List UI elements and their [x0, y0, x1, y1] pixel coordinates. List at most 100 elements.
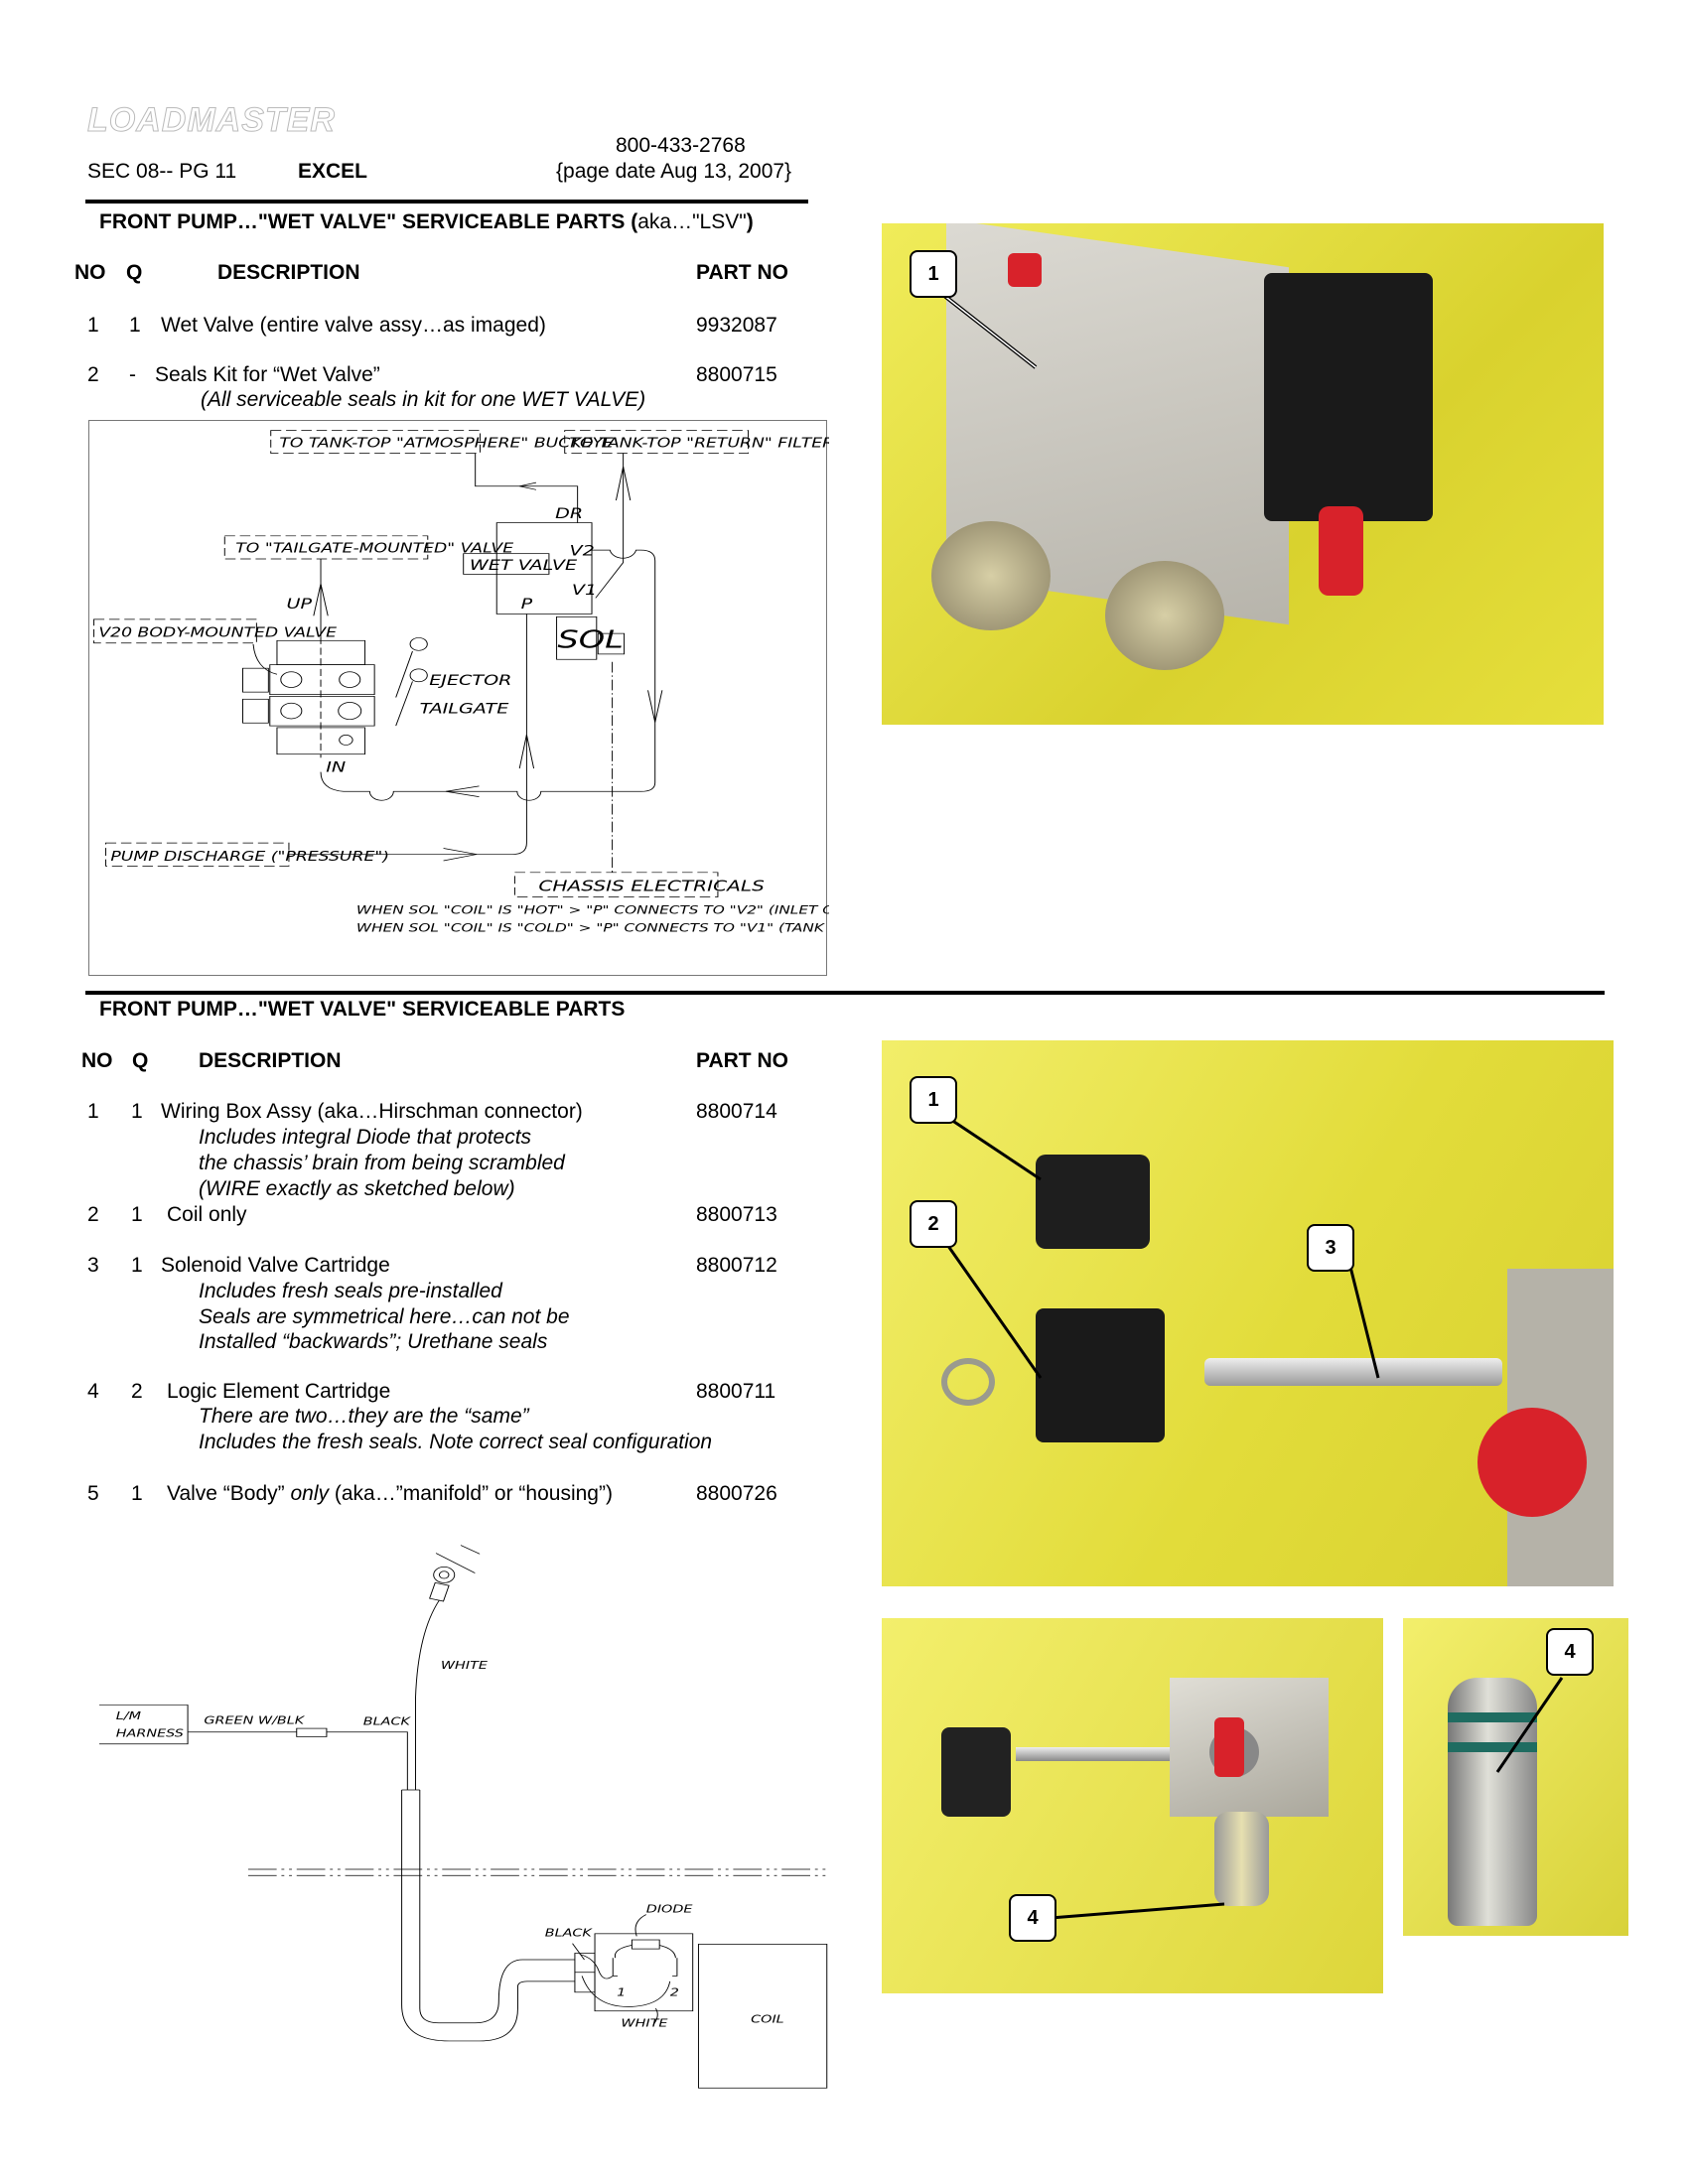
pressure-line: [288, 614, 527, 855]
wiring-box-image: [1036, 1155, 1150, 1249]
row-part-no: 8800712: [696, 1254, 777, 1277]
row-description: Logic Element Cartridge: [167, 1380, 391, 1403]
tailgate-label: TAILGATE: [420, 700, 509, 717]
coil-box: [697, 1944, 828, 2089]
row-part-no: 8800713: [696, 1203, 777, 1226]
coil-image: [1264, 273, 1433, 521]
drain-line: [475, 453, 579, 523]
col-no: NO: [81, 1049, 113, 1072]
bulkhead-line: [247, 1868, 827, 1876]
ring-terminal: [433, 1567, 456, 1583]
row-part-no: 8800714: [696, 1100, 777, 1123]
black-wire-label: BLACK: [363, 1715, 412, 1728]
pin-2-label: 2: [670, 1986, 679, 1999]
harness-label: L/M: [116, 1710, 141, 1723]
cartridge-image: [1204, 1358, 1502, 1386]
sol-label: SOL: [558, 625, 624, 654]
row-part-no: 8800726: [696, 1482, 777, 1505]
return-line: [595, 453, 625, 599]
row-description: Valve “Body” only (aka…”manifold” or “ho…: [167, 1482, 613, 1505]
diode-symbol: [631, 1939, 660, 1950]
row-no: 1: [87, 1100, 99, 1123]
wiring-box: [594, 1933, 694, 2012]
ground-hatch: [435, 1545, 481, 1573]
product-name: EXCEL: [298, 160, 368, 183]
atmosphere-label: TO TANK-TOP "ATMOSPHERE" BUCKEYE: [279, 436, 614, 451]
dr-label: DR: [555, 504, 583, 521]
row-note: (WIRE exactly as sketched below): [199, 1177, 515, 1200]
row-q: 2: [131, 1380, 143, 1403]
row-description: Wiring Box Assy (aka…Hirschman connector…: [161, 1100, 583, 1123]
row-part-no: 8800711: [696, 1380, 776, 1403]
pin-1-label: 1: [617, 1986, 626, 1999]
photo-logic-element: [882, 1618, 1383, 1993]
white-wire: [415, 1599, 440, 1790]
row-q: 1: [131, 1254, 143, 1277]
col-description: DESCRIPTION: [217, 261, 360, 284]
row-note: There are two…they are the “same”: [199, 1405, 529, 1428]
harness-label: HARNESS: [116, 1727, 184, 1740]
sol-box: [556, 615, 598, 660]
photo4-leader: [1495, 1677, 1564, 1773]
nut-image: [941, 1358, 995, 1406]
page-date: {page date Aug 13, 2007}: [556, 160, 792, 183]
black-wire: [188, 1731, 408, 1790]
header-rule: [85, 200, 808, 204]
wet-valve-tag: [463, 553, 550, 575]
callout-2: 2: [910, 1200, 957, 1248]
black-label-2: BLACK: [545, 1927, 594, 1940]
hydraulic-schematic-frame: [88, 420, 827, 976]
chassis-label: CHASSIS ELECTRICALS: [538, 879, 764, 895]
atmosphere-box: [270, 430, 481, 454]
in-label: IN: [326, 758, 346, 775]
red-cap-image: [1319, 506, 1363, 596]
row-no: 4: [87, 1380, 99, 1403]
diode-label: DIODE: [646, 1903, 694, 1916]
phone-number: 800-433-2768: [616, 134, 746, 157]
arrow-up-3: [313, 584, 329, 616]
callout-1: 1: [910, 1076, 957, 1124]
row-q: 1: [131, 1203, 143, 1226]
body-valve-label: V20 BODY-MOUNTED VALVE: [98, 625, 337, 640]
row-q: 1: [129, 314, 141, 337]
col-q: Q: [126, 261, 143, 284]
sol-coil: [597, 632, 626, 655]
photo-logic-element-closeup: [1403, 1618, 1628, 1936]
section1-title: FRONT PUMP…"WET VALVE" SERVICEABLE PARTS…: [99, 210, 754, 233]
white-label-2: WHITE: [621, 2017, 668, 2030]
coil-label: COIL: [751, 2013, 784, 2026]
green-wire-label: GREEN W/BLK: [204, 1714, 306, 1727]
row-description: Solenoid Valve Cartridge: [161, 1254, 390, 1277]
row-note: Includes the fresh seals. Note correct s…: [199, 1431, 713, 1453]
arrow-down: [647, 690, 663, 723]
pump-discharge-label: PUMP DISCHARGE ("PRESSURE"): [110, 849, 389, 864]
logic-element-image: [1214, 1812, 1269, 1906]
arrow-right: [443, 848, 478, 862]
row-q: -: [129, 363, 136, 386]
inline-connector: [296, 1727, 328, 1737]
v2-label: V2: [570, 542, 595, 559]
row-note: Includes integral Diode that protects: [199, 1126, 532, 1149]
arrow-up-2: [518, 734, 535, 769]
row-part-no: 8800715: [696, 363, 777, 386]
photo2-leaders: [934, 1108, 1380, 1379]
row-no: 5: [87, 1482, 99, 1505]
row-note: Installed “backwards”; Urethane seals: [199, 1330, 548, 1353]
callout-1: 1: [910, 250, 957, 298]
up-label: UP: [287, 596, 313, 613]
section-rule: [85, 991, 1605, 995]
body-valve-box: [93, 618, 257, 644]
col-part-no: PART NO: [696, 1049, 788, 1072]
return-filter-box: [564, 430, 750, 454]
col-q: Q: [132, 1049, 149, 1072]
red-cap-image: [1477, 1408, 1587, 1517]
chassis-box: [513, 872, 719, 897]
white-wire-label: WHITE: [441, 1660, 489, 1673]
row-note: Seals are symmetrical here…can not be: [199, 1305, 570, 1328]
note-cold: WHEN SOL "COIL" IS "COLD" > "P" CONNECTS…: [356, 921, 829, 935]
section2-title: FRONT PUMP…"WET VALVE" SERVICEABLE PARTS: [99, 998, 626, 1021]
row-q: 1: [131, 1482, 143, 1505]
photo-wet-valve: [882, 223, 1604, 725]
sheath-outer: [401, 1789, 575, 2042]
